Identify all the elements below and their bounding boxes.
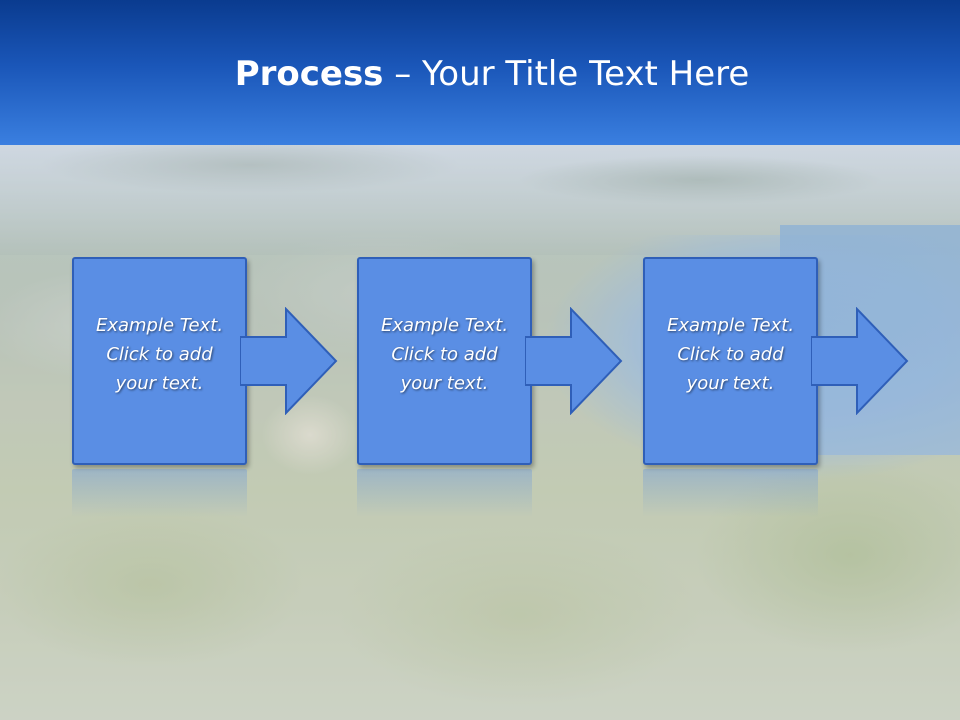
step-reflection (643, 469, 818, 517)
process-step-1[interactable]: Example Text. Click to add your text. (72, 257, 247, 517)
arrow-right-icon (525, 307, 623, 415)
slide-title[interactable]: Process – Your Title Text Here (0, 52, 960, 96)
forest-layer (0, 465, 960, 720)
process-step-2[interactable]: Example Text. Click to add your text. (357, 257, 532, 517)
title-rest: – Your Title Text Here (383, 54, 750, 94)
arrow-right-icon (240, 307, 338, 415)
process-step-3[interactable]: Example Text. Click to add your text. (643, 257, 818, 517)
step-text[interactable]: Example Text. Click to add your text. (95, 315, 224, 394)
title-band (0, 0, 960, 145)
arrow-right-icon (811, 307, 909, 415)
step-box (643, 257, 818, 465)
step-reflection (357, 469, 532, 517)
step-reflection (72, 469, 247, 517)
step-text[interactable]: Example Text. Click to add your text. (380, 315, 509, 394)
step-text[interactable]: Example Text. Click to add your text. (666, 315, 795, 394)
title-bold: Process (234, 54, 384, 94)
